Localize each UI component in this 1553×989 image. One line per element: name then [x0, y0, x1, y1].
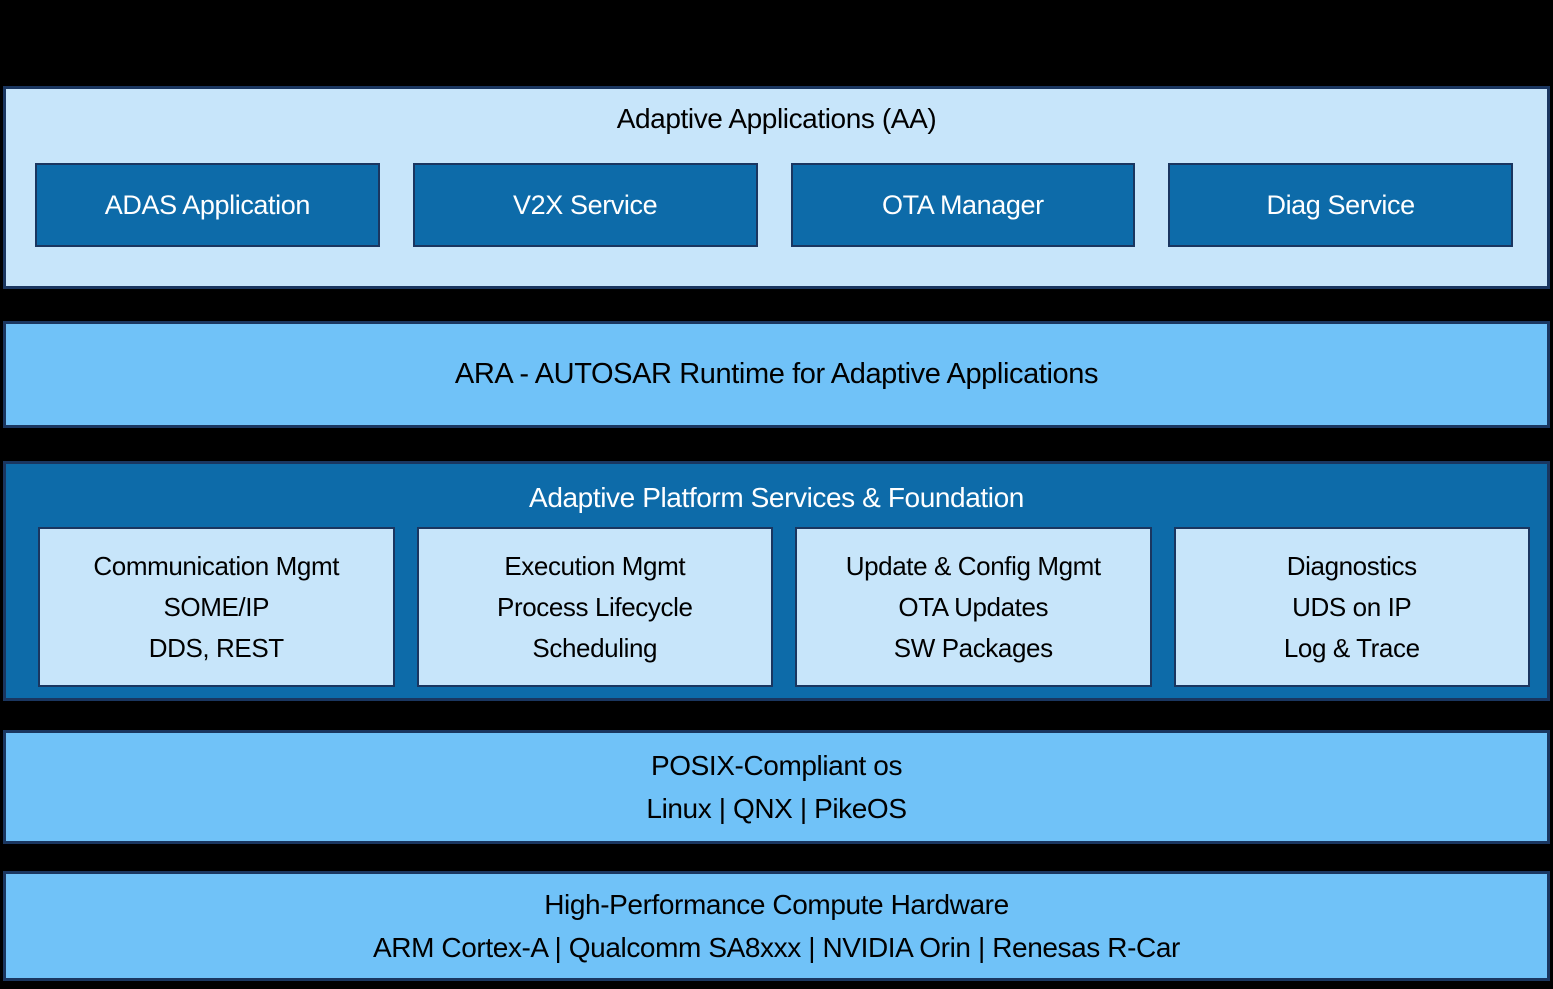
posix-os-variants: Linux | QNX | PikeOS — [646, 793, 907, 824]
svc-box-title: Update & Config Mgmt — [845, 550, 1101, 581]
svc-box-line: Log & Trace — [1283, 632, 1420, 663]
app-box-v2x-service: V2X Service — [412, 163, 758, 247]
layer-posix-os: POSIX-Compliant os Linux | QNX | PikeOS — [3, 730, 1550, 844]
service-box-row: Communication Mgmt SOME/IP DDS, REST Exe… — [38, 527, 1530, 687]
svc-box-line: UDS on IP — [1292, 591, 1412, 622]
svc-box-execution-mgmt: Execution Mgmt Process Lifecycle Schedul… — [416, 527, 773, 687]
platform-services-title: Adaptive Platform Services & Foundation — [529, 482, 1024, 513]
svc-box-line: SW Packages — [893, 632, 1053, 663]
app-box-adas-application: ADAS Application — [35, 163, 380, 247]
svc-box-communication-mgmt: Communication Mgmt SOME/IP DDS, REST — [38, 527, 395, 687]
layer-adaptive-applications: Adaptive Applications (AA) ADAS Applicat… — [3, 86, 1550, 289]
svc-box-line: OTA Updates — [898, 591, 1049, 622]
svc-box-line: DDS, REST — [148, 632, 284, 663]
app-box-label: Diag Service — [1266, 189, 1415, 220]
layer-ara-runtime: ARA - AUTOSAR Runtime for Adaptive Appli… — [3, 321, 1550, 428]
svc-box-line: Process Lifecycle — [497, 591, 693, 622]
svc-box-title: Communication Mgmt — [93, 550, 340, 581]
hardware-variants: ARM Cortex-A | Qualcomm SA8xxx | NVIDIA … — [373, 932, 1180, 963]
svc-box-line: Scheduling — [532, 632, 658, 663]
svc-box-diagnostics: Diagnostics UDS on IP Log & Trace — [1173, 527, 1530, 687]
app-box-label: V2X Service — [513, 189, 658, 220]
application-box-row: ADAS Application V2X Service OTA Manager… — [35, 163, 1513, 247]
svc-box-update-config-mgmt: Update & Config Mgmt OTA Updates SW Pack… — [795, 527, 1152, 687]
svc-box-line: SOME/IP — [163, 591, 270, 622]
svc-box-title: Diagnostics — [1286, 550, 1417, 581]
app-box-diag-service: Diag Service — [1168, 163, 1513, 247]
app-box-ota-manager: OTA Manager — [790, 163, 1136, 247]
layer-compute-hardware: High-Performance Compute Hardware ARM Co… — [3, 871, 1550, 981]
app-box-label: ADAS Application — [104, 189, 311, 220]
app-box-label: OTA Manager — [882, 189, 1044, 220]
adaptive-applications-title: Adaptive Applications (AA) — [616, 103, 937, 134]
ara-runtime-title: ARA - AUTOSAR Runtime for Adaptive Appli… — [454, 358, 1099, 390]
posix-os-title: POSIX-Compliant os — [650, 750, 903, 781]
hardware-title: High-Performance Compute Hardware — [544, 889, 1009, 920]
svc-box-title: Execution Mgmt — [504, 550, 686, 581]
layer-platform-services: Adaptive Platform Services & Foundation … — [3, 461, 1550, 701]
